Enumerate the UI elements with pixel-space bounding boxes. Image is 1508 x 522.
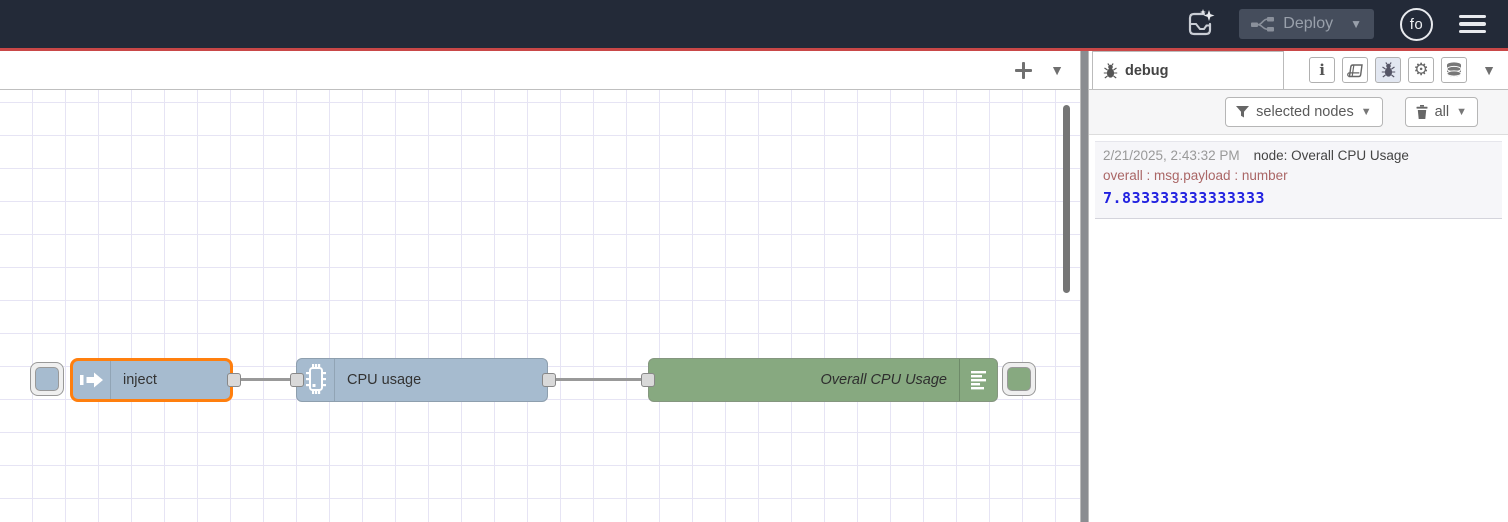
wire-cpu-to-debug[interactable] bbox=[549, 378, 641, 381]
clear-caret-icon: ▼ bbox=[1456, 106, 1467, 118]
canvas-vertical-scrollbar[interactable] bbox=[1063, 105, 1070, 293]
deploy-button-label: Deploy bbox=[1283, 15, 1334, 32]
cpu-chip-icon bbox=[297, 359, 335, 401]
debug-toggle-button[interactable] bbox=[1002, 362, 1036, 396]
debug-sidebar-icon bbox=[959, 359, 997, 401]
node-label: CPU usage bbox=[347, 372, 422, 388]
flow-list-caret-icon[interactable]: ▼ bbox=[1050, 62, 1064, 78]
flow-tab-bar: ▼ bbox=[0, 51, 1080, 90]
debug-message-node-name: node: Overall CPU Usage bbox=[1253, 148, 1409, 163]
avatar-initials: fo bbox=[1409, 15, 1424, 33]
node-inject[interactable]: inject bbox=[70, 358, 233, 402]
add-flow-button[interactable] bbox=[1015, 61, 1033, 79]
wire-inject-to-cpu[interactable] bbox=[234, 378, 297, 381]
debug-message-value[interactable]: 7.833333333333333 bbox=[1103, 189, 1266, 208]
debug-message-meta: 2/21/2025, 2:43:32 PM node: Overall CPU … bbox=[1103, 146, 1494, 166]
filter-caret-icon: ▼ bbox=[1360, 106, 1372, 118]
inject-arrow-icon bbox=[73, 361, 111, 399]
debug-filter-button[interactable]: selected nodes ▼ bbox=[1225, 97, 1383, 127]
deploy-caret-icon[interactable]: ▼ bbox=[1350, 17, 1362, 31]
debug-clear-button[interactable]: all ▼ bbox=[1404, 97, 1478, 127]
debug-message[interactable]: 2/21/2025, 2:43:32 PM node: Overall CPU … bbox=[1095, 141, 1502, 219]
filter-funnel-icon bbox=[1236, 106, 1250, 118]
header: Deploy ▼ fo bbox=[0, 0, 1508, 51]
debug-message-timestamp: 2/21/2025, 2:43:32 PM bbox=[1103, 148, 1240, 163]
node-debug-overall-cpu-usage[interactable]: Overall CPU Usage bbox=[648, 358, 998, 402]
debug-filter-label: selected nodes bbox=[1256, 104, 1354, 120]
context-data-tab-button[interactable] bbox=[1441, 57, 1468, 83]
deploy-button[interactable]: Deploy ▼ bbox=[1239, 9, 1374, 39]
sidebar-options-caret-icon[interactable]: ▼ bbox=[1482, 62, 1496, 78]
cpu-output-port[interactable] bbox=[542, 373, 556, 387]
workspace: ▼ inject bbox=[0, 51, 1508, 522]
trash-icon bbox=[1416, 105, 1428, 119]
sidebar-resize-handle[interactable] bbox=[1081, 51, 1088, 522]
book-icon bbox=[1347, 63, 1363, 78]
deploy-nodes-icon bbox=[1251, 16, 1275, 32]
inject-output-port[interactable] bbox=[227, 373, 241, 387]
sidebar-tab-bar: debug i bbox=[1089, 51, 1508, 90]
debug-sidebar: debug i bbox=[1088, 51, 1508, 522]
canvas-pane: ▼ inject bbox=[0, 51, 1081, 522]
main-menu-button[interactable] bbox=[1459, 14, 1486, 34]
tab-debug[interactable]: debug bbox=[1092, 51, 1284, 89]
tab-debug-label: debug bbox=[1125, 62, 1169, 79]
debug-clear-label: all bbox=[1434, 104, 1450, 120]
node-cpu-usage[interactable]: CPU usage bbox=[296, 358, 548, 402]
ai-flow-sparkle-icon bbox=[1183, 7, 1217, 41]
debug-filter-bar: selected nodes ▼ all ▼ bbox=[1089, 90, 1508, 135]
gear-icon: ⚙ bbox=[1413, 59, 1429, 80]
inject-trigger-button[interactable] bbox=[30, 362, 64, 396]
cpu-input-port[interactable] bbox=[290, 373, 304, 387]
database-icon bbox=[1446, 62, 1462, 78]
bug-icon bbox=[1381, 62, 1396, 78]
debug-message-list: 2/21/2025, 2:43:32 PM node: Overall CPU … bbox=[1089, 135, 1508, 522]
config-nodes-tab-button[interactable]: ⚙ bbox=[1408, 57, 1435, 83]
debug-message-topic: overall : msg.payload : number bbox=[1103, 167, 1288, 183]
help-tab-button[interactable] bbox=[1342, 57, 1369, 83]
menu-bar bbox=[1459, 29, 1486, 34]
debug-tab-button[interactable] bbox=[1375, 57, 1402, 83]
inject-trigger-button-inner bbox=[35, 367, 59, 391]
debug-toggle-button-inner bbox=[1007, 367, 1031, 391]
node-label: inject bbox=[123, 372, 157, 388]
menu-bar bbox=[1459, 14, 1486, 19]
node-label: Overall CPU Usage bbox=[820, 372, 947, 388]
flow-canvas[interactable]: inject CPU usage bbox=[0, 90, 1080, 522]
ai-assistant-button[interactable] bbox=[1183, 7, 1217, 41]
info-icon: i bbox=[1319, 60, 1325, 79]
debug-input-port[interactable] bbox=[641, 373, 655, 387]
bug-icon bbox=[1103, 62, 1118, 79]
info-tab-button[interactable]: i bbox=[1309, 57, 1336, 83]
sidebar-icon-buttons: i bbox=[1309, 57, 1508, 83]
menu-bar bbox=[1459, 22, 1486, 26]
user-avatar[interactable]: fo bbox=[1400, 7, 1433, 41]
